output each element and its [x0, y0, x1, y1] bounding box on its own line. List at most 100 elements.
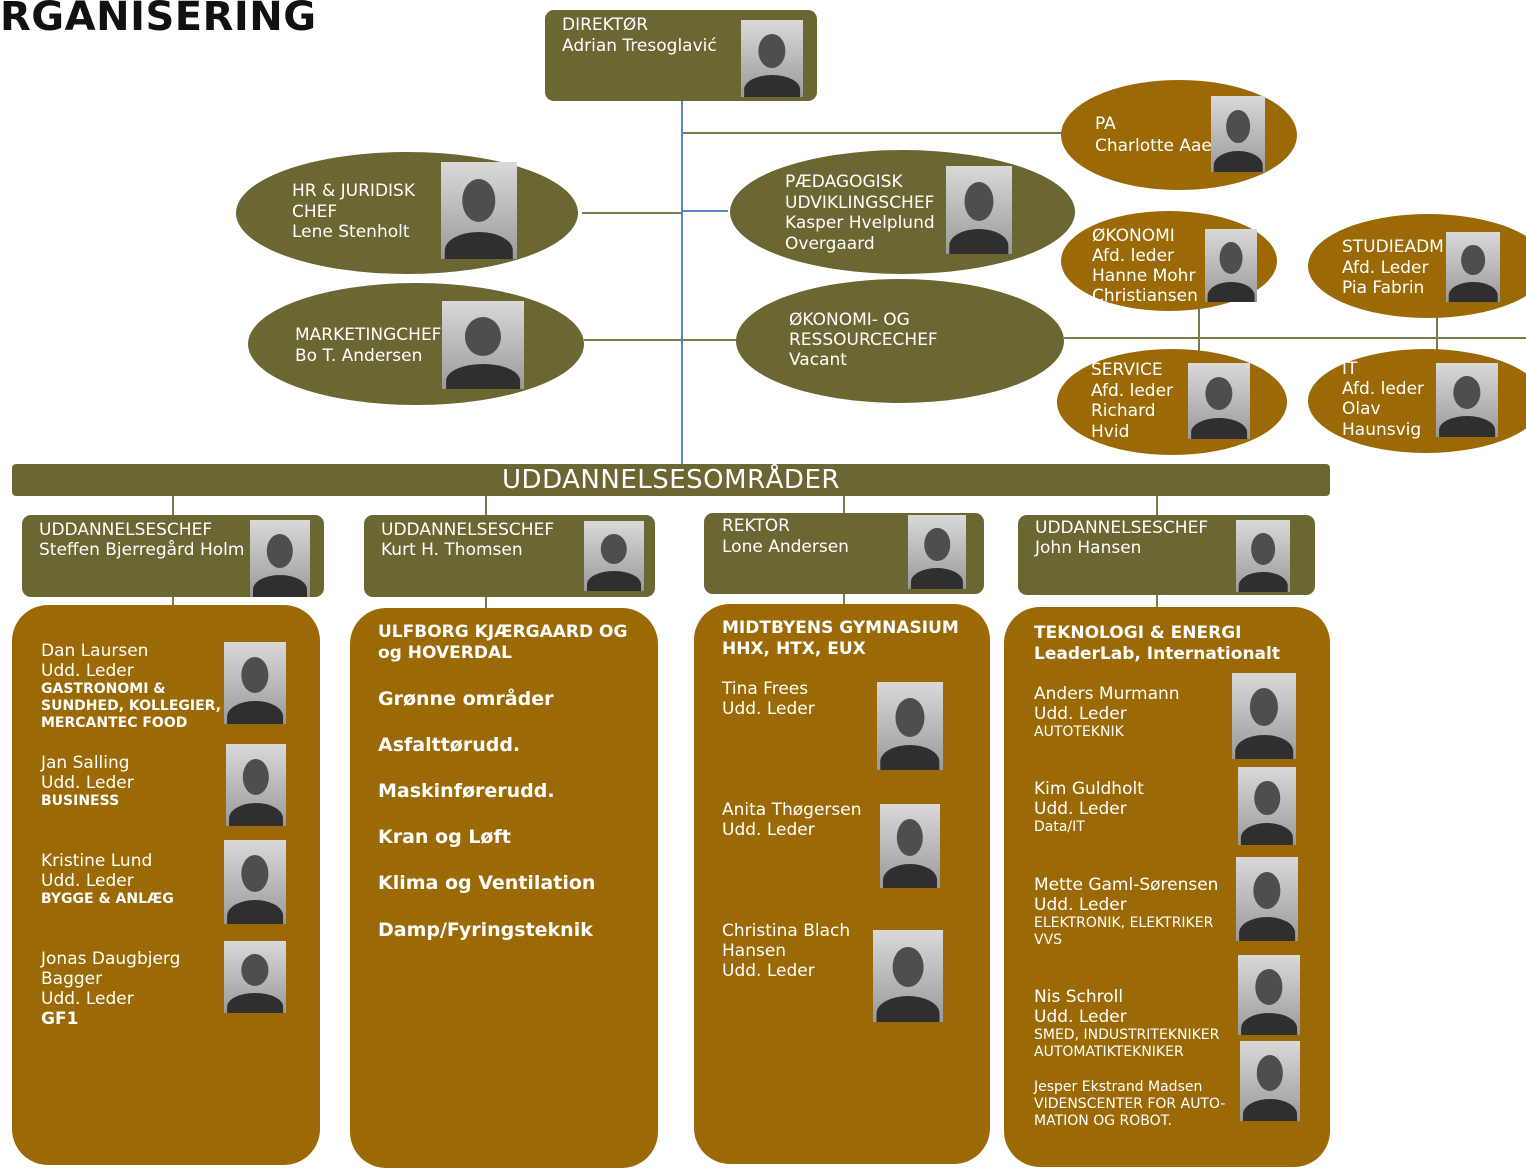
hr-ellipse: HR & JURIDISK CHEF Lene Stenholt	[236, 152, 578, 274]
col1-person-2: Jan Salling Udd. Leder BUSINESS	[41, 753, 134, 809]
head-3-role: REKTOR	[722, 516, 790, 536]
head-4-name: John Hansen	[1035, 538, 1142, 558]
it-line4: Haunsvig	[1342, 420, 1422, 440]
paed-line1: PÆDAGOGISK	[785, 172, 903, 192]
head-1-photo	[250, 520, 310, 597]
service-line1: SERVICE	[1091, 360, 1163, 380]
head-box-2: UDDANNELSESCHEF Kurt H. Thomsen	[364, 515, 655, 597]
page-title: RGANISERING	[0, 0, 317, 40]
head-2-role: UDDANNELSESCHEF	[381, 520, 555, 540]
col2-item-3: Maskinførerudd.	[378, 780, 555, 802]
col4-person-5: Jesper Ekstrand Madsen VIDENSCENTER FOR …	[1034, 1079, 1226, 1129]
connector-main-vertical	[681, 100, 683, 466]
col2-head-1: ULFBORG KJÆRGAARD OG	[378, 622, 628, 642]
uddannelsesomraader-bar: UDDANNELSESOMRÅDER	[12, 464, 1330, 496]
col4-person-4: Nis Schroll Udd. Leder SMED, INDUSTRITEK…	[1034, 987, 1220, 1060]
it-line2: Afd. leder	[1342, 379, 1425, 399]
okonomi-chef-line1: ØKONOMI- OG	[789, 310, 910, 330]
connector-marketing	[584, 339, 682, 341]
okonomi-afd-line4: Christiansen	[1092, 286, 1198, 306]
director-box: DIREKTØR Adrian Tresoglavić	[545, 10, 817, 101]
col2-item-4: Kran og Løft	[378, 826, 511, 848]
connector-col4	[1156, 496, 1158, 516]
service-line3: Richard	[1091, 401, 1156, 421]
col3-panel: MIDTBYENS GYMNASIUM HHX, HTX, EUX Tina F…	[694, 604, 990, 1164]
col1-photo-3	[224, 840, 286, 924]
col2-item-6: Damp/Fyringsteknik	[378, 919, 593, 941]
connector-col1	[172, 496, 174, 516]
marketing-photo	[442, 301, 524, 389]
hr-line1: HR & JURIDISK	[292, 181, 415, 201]
okonomi-chef-ellipse: ØKONOMI- OG RESSOURCECHEF Vacant	[736, 279, 1064, 403]
director-role: DIREKTØR	[562, 15, 649, 35]
col4-photo-2	[1238, 767, 1296, 845]
head-box-3: REKTOR Lone Andersen	[704, 513, 984, 594]
service-line4: Hvid	[1091, 422, 1130, 442]
col1-person-1: Dan Laursen Udd. Leder GASTRONOMI & SUND…	[41, 641, 222, 731]
col4-person-2: Kim Guldholt Udd. Leder Data/IT	[1034, 779, 1144, 835]
head-box-4: UDDANNELSESCHEF John Hansen	[1018, 515, 1315, 595]
col4-photo-5	[1240, 1041, 1300, 1121]
okonomi-afd-line1: ØKONOMI	[1092, 226, 1175, 246]
okonomi-afd-photo	[1205, 229, 1257, 302]
studieadm-line2: Afd. Leder	[1342, 258, 1429, 278]
col4-photo-3	[1236, 857, 1298, 941]
col4-photo-4	[1238, 955, 1300, 1035]
paed-line3: Kasper Hvelplund	[785, 213, 935, 233]
hr-photo	[441, 162, 517, 259]
col3-person-3: Christina Blach Hansen Udd. Leder	[722, 921, 851, 981]
marketing-line2: Bo T. Andersen	[295, 346, 423, 366]
connector-pa	[683, 132, 1063, 134]
col1-photo-2	[226, 744, 286, 826]
col1-photo-4	[224, 941, 286, 1013]
studieadm-ellipse: STUDIEADM Afd. Leder Pia Fabrin	[1308, 214, 1526, 318]
paed-line4: Overgaard	[785, 234, 875, 254]
col1-person-4: Jonas Daugbjerg Bagger Udd. Leder GF1	[41, 949, 181, 1029]
connector-col2	[485, 496, 487, 516]
connector-okonomi-chef	[683, 339, 738, 341]
head-3-name: Lone Andersen	[722, 537, 849, 557]
connector-col2-low	[485, 596, 487, 608]
connector-service-up	[1198, 339, 1200, 353]
col4-panel: TEKNOLOGI & ENERGI LeaderLab, Internatio…	[1004, 607, 1330, 1167]
connector-okonomi-afd-down	[1198, 305, 1200, 337]
connector-paed	[683, 210, 728, 212]
service-line2: Afd. leder	[1091, 381, 1174, 401]
service-photo	[1188, 363, 1250, 439]
col4-photo-1	[1232, 673, 1296, 759]
head-2-photo	[584, 521, 644, 591]
hr-line2: CHEF	[292, 202, 338, 222]
pa-photo	[1211, 96, 1265, 172]
col2-head-2: og HOVERDAL	[378, 643, 512, 663]
okonomi-afd-ellipse: ØKONOMI Afd. leder Hanne Mohr Christians…	[1061, 211, 1277, 311]
col4-head-1: TEKNOLOGI & ENERGI	[1034, 623, 1242, 643]
col3-photo-2	[880, 804, 940, 888]
connector-col1-low	[172, 596, 174, 608]
okonomi-afd-line2: Afd. leder	[1092, 246, 1175, 266]
head-1-name: Steffen Bjerregård Holm	[39, 540, 245, 560]
director-name: Adrian Tresoglavić	[562, 36, 717, 56]
col3-person-1: Tina Frees Udd. Leder	[722, 679, 815, 719]
connector-okonomi-right	[1064, 337, 1526, 339]
it-ellipse: IT Afd. leder Olav Haunsvig	[1308, 349, 1526, 453]
director-photo	[741, 20, 803, 97]
col4-person-3: Mette Gaml-Sørensen Udd. Leder ELEKTRONI…	[1034, 875, 1219, 948]
col1-person-3: Kristine Lund Udd. Leder BYGGE & ANLÆG	[41, 851, 174, 907]
col3-photo-3	[873, 930, 943, 1022]
col4-head-2: LeaderLab, Internationalt	[1034, 644, 1280, 664]
col2-item-5: Klima og Ventilation	[378, 872, 596, 894]
col1-panel: Dan Laursen Udd. Leder GASTRONOMI & SUND…	[12, 605, 320, 1165]
col3-head-2: HHX, HTX, EUX	[722, 639, 866, 659]
service-ellipse: SERVICE Afd. leder Richard Hvid	[1057, 349, 1287, 455]
col1-photo-1	[224, 642, 286, 724]
paed-photo	[946, 166, 1012, 254]
head-3-photo	[908, 515, 966, 589]
it-line1: IT	[1342, 359, 1358, 379]
col3-person-2: Anita Thøgersen Udd. Leder	[722, 800, 862, 840]
head-1-role: UDDANNELSESCHEF	[39, 520, 213, 540]
connector-it-up	[1436, 339, 1438, 351]
col2-panel: ULFBORG KJÆRGAARD OG og HOVERDAL Grønne …	[350, 608, 658, 1168]
paed-ellipse: PÆDAGOGISK UDVIKLINGSCHEF Kasper Hvelplu…	[730, 150, 1075, 274]
head-box-1: UDDANNELSESCHEF Steffen Bjerregård Holm	[22, 515, 324, 597]
col3-photo-1	[877, 682, 943, 770]
